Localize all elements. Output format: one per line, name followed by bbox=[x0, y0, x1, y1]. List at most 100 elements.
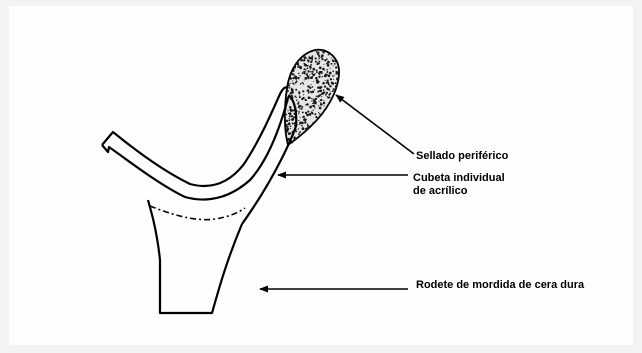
stipple-dot bbox=[285, 129, 286, 130]
stipple-dot bbox=[328, 96, 330, 98]
stipple-dot bbox=[299, 123, 300, 124]
stipple-dot bbox=[333, 57, 334, 58]
stipple-dot bbox=[300, 117, 301, 118]
stipple-dot bbox=[295, 89, 297, 91]
stipple-dot bbox=[298, 128, 299, 129]
stipple-dot bbox=[296, 76, 297, 77]
stipple-dot bbox=[334, 63, 336, 65]
arrow-peripheral-seal bbox=[336, 95, 414, 154]
stipple-dot bbox=[308, 86, 310, 88]
stipple-dot bbox=[294, 75, 296, 77]
stipple-dot bbox=[335, 85, 338, 88]
stipple-dot bbox=[327, 74, 328, 75]
stipple-dot bbox=[285, 120, 288, 123]
stipple-dot bbox=[302, 90, 304, 92]
stipple-dot bbox=[312, 76, 313, 77]
stipple-dot bbox=[291, 91, 293, 93]
stipple-dot bbox=[320, 102, 321, 103]
stipple-dot bbox=[312, 109, 313, 110]
stipple-dot bbox=[317, 95, 319, 97]
stipple-dot bbox=[311, 84, 312, 85]
stipple-dot bbox=[301, 125, 303, 127]
stipple-dot bbox=[316, 77, 317, 78]
stipple-dot bbox=[323, 91, 325, 93]
stipple-dot bbox=[319, 113, 321, 115]
stipple-dot bbox=[288, 118, 289, 119]
stipple-dot bbox=[289, 115, 291, 117]
stipple-dot bbox=[299, 96, 301, 98]
stipple-dot bbox=[321, 58, 323, 60]
stipple-dot bbox=[300, 59, 303, 62]
stipple-dot bbox=[304, 73, 305, 74]
stipple-dot bbox=[290, 128, 291, 129]
stipple-dot bbox=[324, 109, 325, 110]
stipple-dot bbox=[323, 100, 324, 101]
stipple-dot bbox=[304, 56, 307, 59]
stipple-dot bbox=[313, 99, 315, 101]
stipple-dot bbox=[325, 74, 326, 75]
wax-rim-outline bbox=[148, 200, 242, 313]
stipple-dot bbox=[329, 85, 331, 87]
stipple-dot bbox=[288, 85, 290, 87]
stipple-dot bbox=[286, 130, 289, 133]
stipple-dot bbox=[300, 83, 302, 85]
stipple-dot bbox=[318, 59, 319, 60]
stipple-dot bbox=[326, 80, 328, 82]
stipple-dot bbox=[302, 82, 304, 84]
stipple-dot bbox=[330, 68, 331, 69]
stipple-dot bbox=[331, 57, 332, 58]
stipple-dot bbox=[318, 112, 319, 113]
stipple-dot bbox=[314, 113, 316, 115]
stipple-dot bbox=[308, 77, 310, 79]
stipple-dot bbox=[332, 75, 334, 77]
stipple-dot bbox=[307, 65, 309, 67]
stipple-dot bbox=[303, 94, 304, 95]
stipple-dot bbox=[299, 67, 302, 70]
stipple-dot bbox=[316, 69, 318, 71]
stipple-dot bbox=[316, 71, 318, 73]
stipple-dot bbox=[304, 79, 305, 80]
stipple-dot bbox=[327, 64, 330, 67]
stipple-dot bbox=[335, 66, 337, 68]
stipple-dot bbox=[333, 88, 334, 89]
stipple-dot bbox=[321, 54, 324, 57]
stipple-dot bbox=[307, 68, 309, 70]
stipple-dot bbox=[306, 58, 307, 59]
stipple-dot bbox=[319, 71, 321, 73]
stipple-dot bbox=[312, 103, 313, 104]
stipple-dot bbox=[291, 115, 293, 117]
stipple-dot bbox=[286, 90, 288, 92]
stipple-dot bbox=[298, 120, 299, 121]
stipple-dot bbox=[319, 101, 320, 102]
stipple-dot bbox=[325, 75, 326, 76]
stipple-dot bbox=[328, 84, 330, 86]
stipple-dot bbox=[310, 64, 312, 66]
stipple-dot bbox=[328, 94, 330, 96]
stipple-dot bbox=[322, 76, 323, 77]
stipple-dot bbox=[296, 99, 298, 101]
stipple-dot bbox=[328, 54, 330, 56]
stipple-dot bbox=[307, 71, 309, 73]
stipple-dot bbox=[335, 82, 337, 84]
stipple-dot bbox=[304, 65, 305, 66]
stipple-dot bbox=[302, 111, 304, 113]
stipple-dot bbox=[307, 125, 309, 127]
stipple-dot bbox=[320, 99, 322, 101]
stipple-dot bbox=[305, 119, 307, 121]
stipple-dot bbox=[288, 83, 290, 85]
stipple-dot bbox=[325, 80, 326, 81]
label-acrylic-tray-line2: de acrílico bbox=[413, 185, 505, 198]
stipple-dot bbox=[317, 52, 319, 54]
stipple-dot bbox=[336, 78, 339, 81]
stipple-dot bbox=[299, 108, 300, 109]
label-wax-rim: Rodete de mordida de cera dura bbox=[416, 279, 584, 292]
stipple-dot bbox=[329, 72, 332, 75]
stipple-dot bbox=[306, 103, 308, 105]
stipple-dot bbox=[285, 125, 287, 127]
stipple-dot bbox=[312, 74, 315, 77]
stipple-dot bbox=[290, 93, 291, 94]
stipple-dot bbox=[299, 75, 300, 76]
stipple-dot bbox=[303, 71, 304, 72]
stipple-dot bbox=[290, 108, 293, 111]
